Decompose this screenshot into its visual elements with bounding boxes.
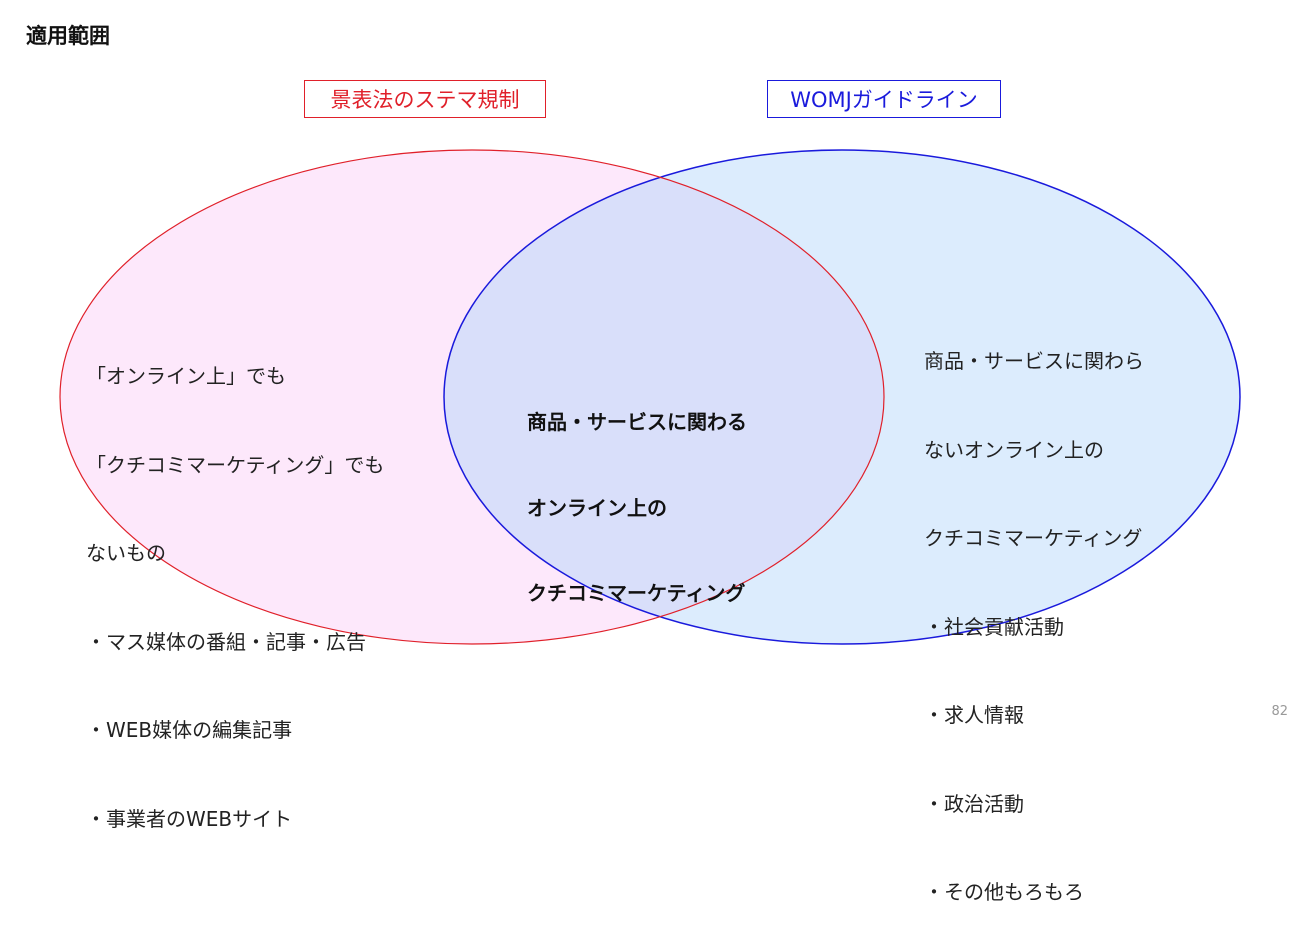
text-line: 商品・サービスに関わる [527, 410, 747, 434]
slide-title: 適用範囲 [26, 24, 110, 48]
text-line: オンライン上の [527, 495, 667, 520]
text-line: ないオンライン上の [924, 437, 1104, 462]
right-set-label: WOMJガイドライン [767, 80, 1001, 118]
text-line: ・求人情報 [924, 703, 1024, 727]
venn-diagram [59, 149, 1241, 645]
text-line: クチコミマーケティング [924, 526, 1143, 550]
text-line: 「オンライン上」でも [86, 364, 286, 388]
intersection-region [444, 150, 884, 644]
left-set-text: 「オンライン上」でも 「クチコミマーケティング」でも ないもの ・マス媒体の番組… [86, 303, 384, 864]
intersection-text: 商品・サービスに関わる オンライン上の クチコミマーケティング [527, 351, 747, 636]
text-line: ・政治活動 [924, 791, 1024, 816]
text-line: ・事業者のWEBサイト [86, 806, 293, 831]
text-line: 「クチコミマーケティング」でも [86, 452, 385, 477]
left-set-label: 景表法のステマ規制 [304, 80, 546, 118]
text-line: ・マス媒体の番組・記事・広告 [86, 629, 366, 654]
text-line: ・社会貢献活動 [924, 614, 1064, 639]
right-set-outline [443, 149, 1241, 645]
left-set-outline [59, 149, 885, 645]
text-line: ないもの [86, 541, 166, 565]
page-number: 82 [1271, 704, 1288, 719]
text-line: 商品・サービスに関わら [924, 349, 1144, 373]
right-set-text: 商品・サービスに関わら ないオンライン上の クチコミマーケティング ・社会貢献活… [924, 288, 1144, 937]
text-line: ・その他もろもろ [924, 880, 1084, 904]
text-line: クチコミマーケティング [527, 581, 746, 605]
